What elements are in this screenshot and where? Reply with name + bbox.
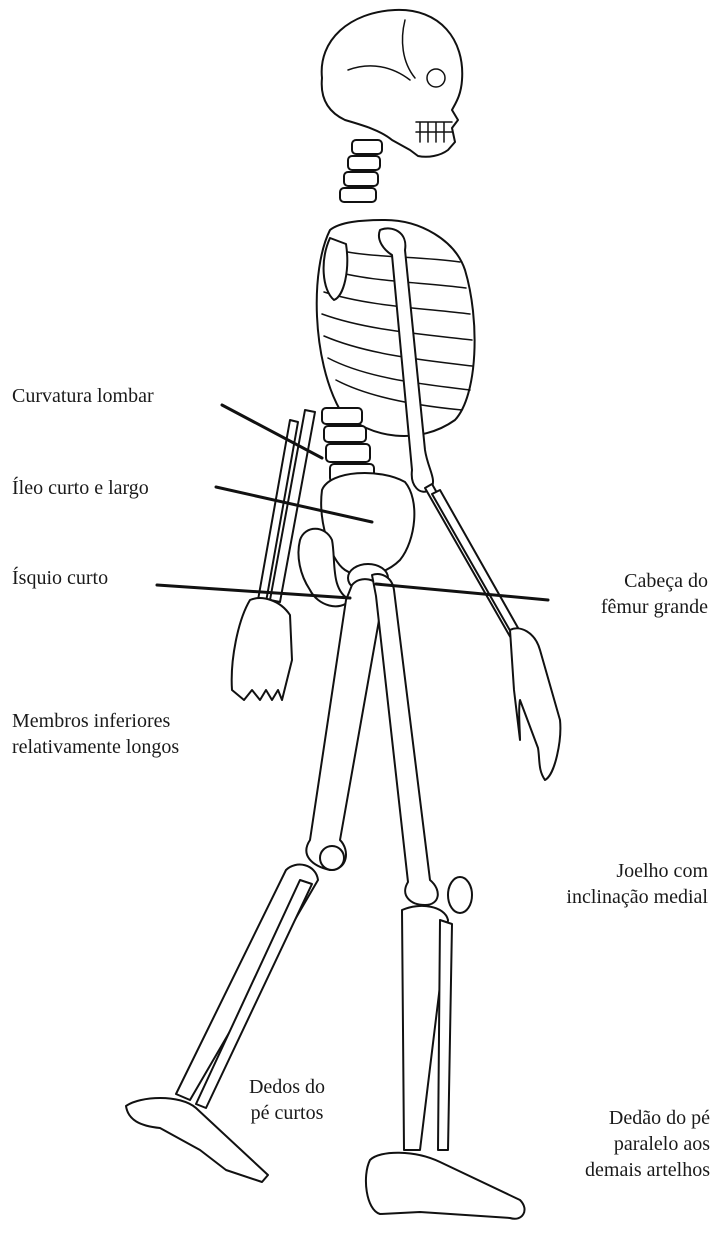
skull bbox=[322, 10, 463, 157]
label-cabeca-femur-line1: Cabeça do bbox=[560, 568, 708, 594]
label-isquio: Ísquio curto bbox=[12, 565, 108, 591]
label-membros-line2: relativamente longos bbox=[12, 734, 179, 760]
label-dedao-line3: demais artelhos bbox=[520, 1157, 710, 1183]
label-joelho-line1: Joelho com bbox=[500, 858, 708, 884]
label-membros-line1: Membros inferiores bbox=[12, 708, 179, 734]
label-ileo: Íleo curto e largo bbox=[12, 475, 149, 501]
label-cabeca-femur: Cabeça do fêmur grande bbox=[560, 568, 708, 620]
label-dedao: Dedão do pé paralelo aos demais artelhos bbox=[520, 1105, 710, 1183]
label-dedos-line2: pé curtos bbox=[222, 1100, 352, 1126]
label-cabeca-femur-line2: fêmur grande bbox=[560, 594, 708, 620]
label-curvatura-lombar: Curvatura lombar bbox=[12, 383, 154, 409]
label-dedao-line1: Dedão do pé bbox=[520, 1105, 710, 1131]
kneecap-back bbox=[320, 846, 344, 870]
cervical-spine bbox=[340, 140, 382, 202]
kneecap-front bbox=[448, 877, 472, 913]
label-membros: Membros inferiores relativamente longos bbox=[12, 708, 179, 760]
label-dedao-line2: paralelo aos bbox=[520, 1131, 710, 1157]
label-joelho: Joelho com inclinação medial bbox=[500, 858, 708, 910]
label-joelho-line2: inclinação medial bbox=[500, 884, 708, 910]
leader-cabeca-femur bbox=[376, 584, 548, 600]
label-dedos-line1: Dedos do bbox=[222, 1074, 352, 1100]
label-dedos: Dedos do pé curtos bbox=[222, 1074, 352, 1126]
